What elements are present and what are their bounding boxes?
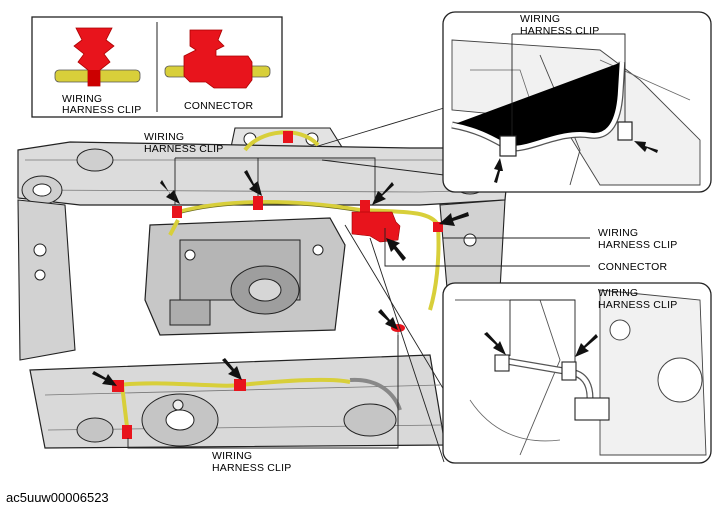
right-clip-label-1: WIRING xyxy=(598,227,638,239)
top-clip-label-2: HARNESS CLIP xyxy=(144,143,223,155)
connector-marker xyxy=(351,211,401,243)
inset-top-right: WIRING HARNESS CLIP xyxy=(442,11,712,193)
legend-clip-label-1: WIRING xyxy=(62,93,102,105)
harness-clip-marker xyxy=(234,379,246,391)
harness-clip-marker xyxy=(433,222,443,232)
inset-lower-clip-label-1: WIRING xyxy=(598,287,638,299)
legend-box: WIRING HARNESS CLIP CONNECTOR xyxy=(31,16,283,118)
figure-code: ac5uuw00006523 xyxy=(6,490,109,505)
inset-lower-clip-label-2: HARNESS CLIP xyxy=(598,299,677,311)
right-clip-label-2: HARNESS CLIP xyxy=(598,239,677,251)
inset-lower-right: WIRING HARNESS CLIP xyxy=(442,282,712,464)
harness-clips xyxy=(112,131,443,439)
top-clip-label-1: WIRING xyxy=(144,131,184,143)
inset-top-clip-label-2: HARNESS CLIP xyxy=(520,25,599,37)
bottom-clip-label-1: WIRING xyxy=(212,450,252,462)
inset-top-clip-label-1: WIRING xyxy=(520,13,560,25)
right-connector-label: CONNECTOR xyxy=(598,261,667,273)
leader-lines xyxy=(127,107,590,463)
legend-connector-label: CONNECTOR xyxy=(184,100,253,112)
harness-clip-marker xyxy=(172,206,182,218)
bottom-clip-label-2: HARNESS CLIP xyxy=(212,462,291,474)
harness-clip-marker xyxy=(112,380,124,392)
legend-clip-label-2: HARNESS CLIP xyxy=(62,104,141,116)
harness-clip-marker xyxy=(122,425,132,439)
harness-clip-marker xyxy=(253,196,263,210)
harness-clip-marker xyxy=(283,131,293,143)
legend-clip-icon xyxy=(54,27,141,87)
harness-clip-marker xyxy=(360,200,370,214)
main-assembly xyxy=(17,127,511,449)
legend-connector-icon xyxy=(164,29,271,89)
